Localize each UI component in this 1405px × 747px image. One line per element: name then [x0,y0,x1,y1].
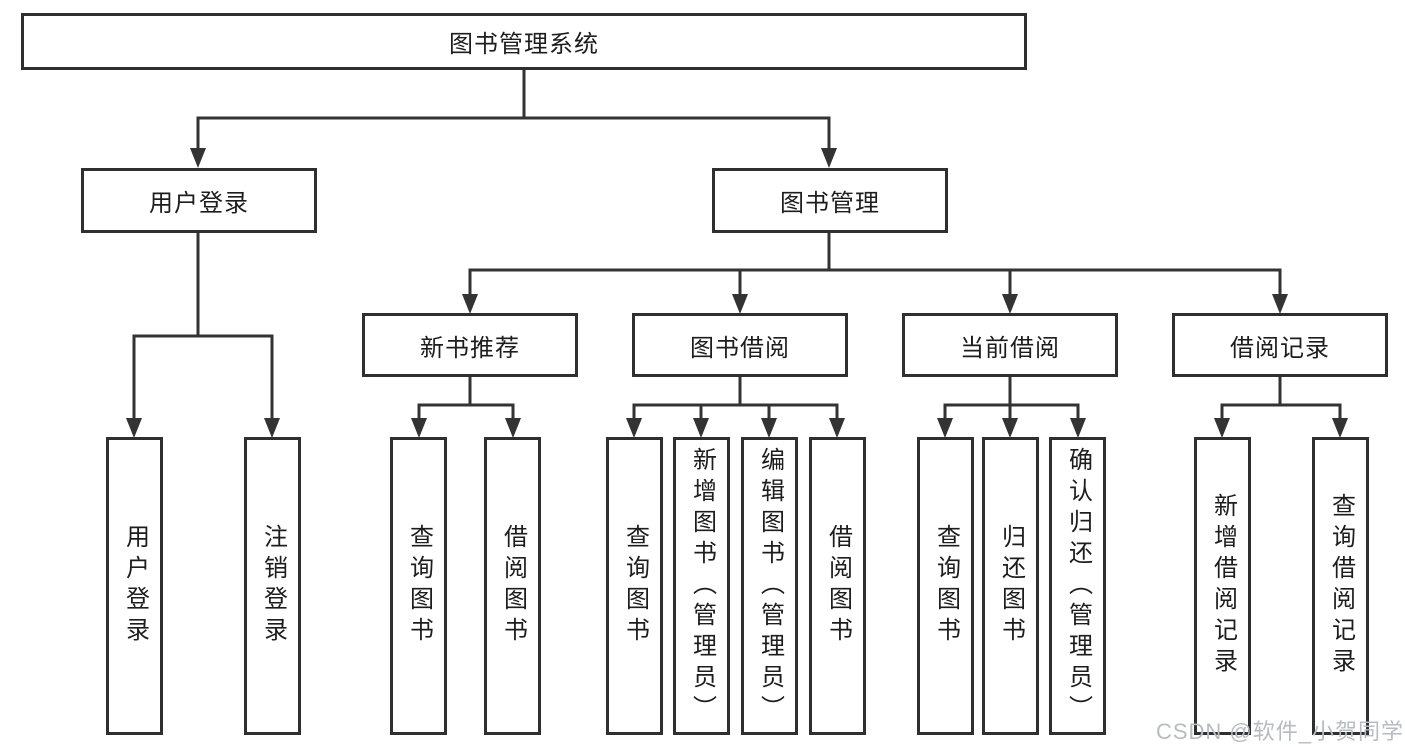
node-query-books-recommend: 查询图书 [390,437,447,735]
node-return-books: 归还图书 [982,437,1039,735]
node-logout-leaf: 注销登录 [244,437,301,735]
node-borrow-books-borrowing: 借阅图书 [809,437,866,735]
node-edit-book-admin: 编辑图书（管理员） [741,437,798,735]
node-borrow-books-recommend: 借阅图书 [484,437,541,735]
node-current-borrowing: 当前借阅 [902,313,1118,377]
node-query-borrow-record: 查询借阅记录 [1312,437,1369,735]
node-borrowing-records: 借阅记录 [1172,313,1388,377]
arrowheads [126,148,1348,438]
node-book-management: 图书管理 [712,168,948,233]
node-new-book-recommend: 新书推荐 [362,313,578,377]
node-confirm-return-admin: 确认归还（管理员） [1049,437,1106,735]
node-library-system: 图书管理系统 [21,13,1027,70]
node-book-borrowing: 图书借阅 [632,313,848,377]
node-user-login: 用户登录 [81,168,317,233]
csdn-watermark: CSDN @软件_小贺同学 [1155,719,1404,744]
node-query-books-borrowing: 查询图书 [606,437,663,735]
node-user-login-leaf: 用户登录 [106,437,163,735]
node-add-book-admin: 新增图书（管理员） [673,437,730,735]
node-add-borrow-record: 新增借阅记录 [1194,437,1251,735]
node-query-books-current: 查询图书 [917,437,974,735]
